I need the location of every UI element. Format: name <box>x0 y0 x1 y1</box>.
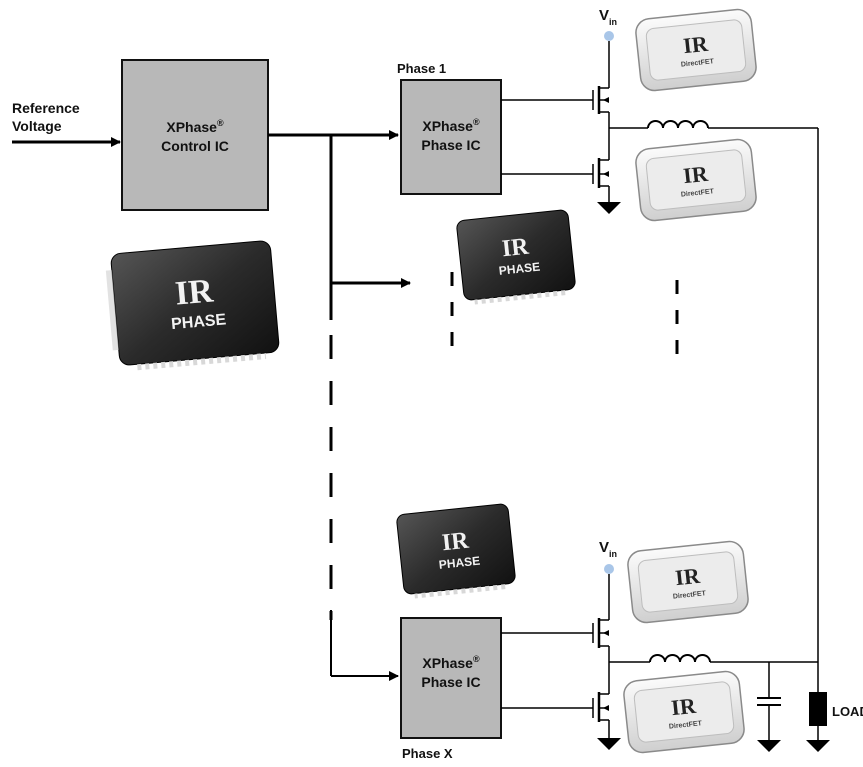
svg-text:DirectFET: DirectFET <box>681 58 715 68</box>
phase1-ic-title: XPhase® <box>422 117 480 134</box>
phase1-power-stage: Vin <box>501 7 818 214</box>
reference-voltage-label: Reference Voltage <box>12 100 80 134</box>
phasex-ic-subtitle: Phase IC <box>421 674 480 690</box>
phasex-ground-symbol <box>597 738 621 750</box>
svg-text:IR: IR <box>674 563 702 591</box>
control-ic-block <box>121 59 269 211</box>
phasex-vin-label: Vin <box>599 539 617 559</box>
control-ic-title: XPhase® <box>166 118 224 135</box>
directfet-image-2: IR DirectFET <box>635 138 757 222</box>
svg-text:IR: IR <box>174 272 215 312</box>
phase-chip-middle-image: IR PHASE <box>456 209 576 305</box>
directfet-image-1: IR DirectFET <box>635 8 757 92</box>
svg-text:IR: IR <box>670 693 698 721</box>
phasex-power-stage: Vin <box>501 539 818 750</box>
phase1-vin-label: Vin <box>599 7 617 27</box>
phase1-ic-block <box>400 79 502 195</box>
phasex-label: Phase X <box>402 746 453 761</box>
load-resistor <box>809 692 827 726</box>
phasex-vin-node <box>604 564 614 574</box>
capacitor-ground-symbol <box>757 740 781 752</box>
phase1-ic-subtitle: Phase IC <box>421 137 480 153</box>
svg-text:PHASE: PHASE <box>498 260 541 278</box>
svg-text:DirectFET: DirectFET <box>681 188 715 198</box>
phase1-vin-node <box>604 31 614 41</box>
svg-text:DirectFET: DirectFET <box>669 720 703 730</box>
phasex-ic-block <box>400 617 502 739</box>
load-ground-symbol <box>806 740 830 752</box>
directfet-image-3: IR DirectFET <box>627 540 749 624</box>
phasex-inductor <box>649 654 711 663</box>
svg-text:IR: IR <box>501 234 531 263</box>
svg-text:PHASE: PHASE <box>170 311 227 333</box>
svg-text:IR: IR <box>441 528 471 557</box>
output-capacitor <box>757 662 781 752</box>
phase1-inductor <box>647 120 709 129</box>
directfet-image-4: IR DirectFET <box>623 670 745 754</box>
phase1-ground-symbol <box>597 202 621 214</box>
svg-text:IR: IR <box>682 31 710 59</box>
svg-text:PHASE: PHASE <box>438 554 481 572</box>
phase-chip-large-image: IR PHASE <box>105 240 280 371</box>
phase-chip-lower-image: IR PHASE <box>396 503 516 599</box>
phasex-ic-title: XPhase® <box>422 654 480 671</box>
reference-label-line1: Reference <box>12 100 80 116</box>
load-label: LOAD <box>832 704 863 719</box>
svg-text:IR: IR <box>682 161 710 189</box>
reference-label-line2: Voltage <box>12 118 62 134</box>
svg-text:DirectFET: DirectFET <box>673 590 707 600</box>
phase1-label: Phase 1 <box>397 61 446 76</box>
control-ic-subtitle: Control IC <box>161 138 229 154</box>
